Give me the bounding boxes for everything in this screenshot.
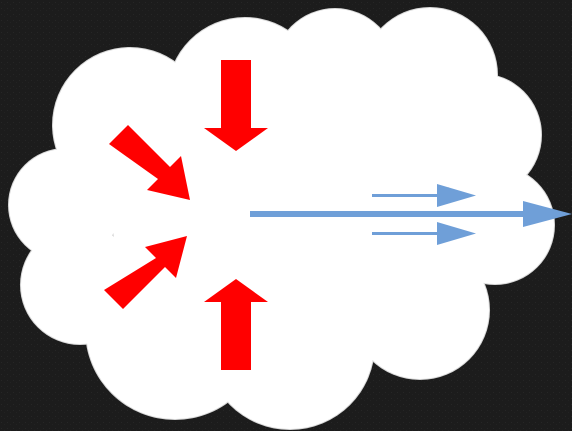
diagram-svg — [0, 0, 572, 431]
diagram-canvas — [0, 0, 572, 431]
